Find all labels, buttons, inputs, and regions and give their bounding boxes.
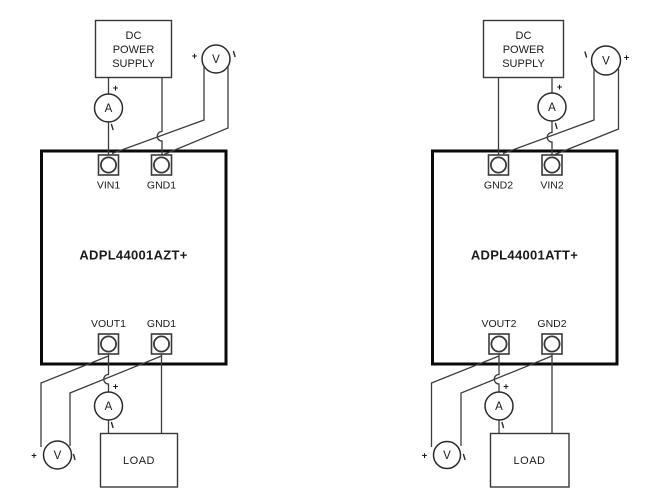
device-label: ADPL44001AZT+ — [79, 248, 187, 263]
terminal-label: GND2 — [537, 318, 566, 330]
terminal-hole — [490, 335, 508, 353]
plus-polarity-mark: + — [503, 382, 509, 393]
minus-polarity-mark — [501, 421, 505, 429]
terminal-hole — [152, 335, 170, 353]
minus-polarity-mark — [110, 123, 114, 131]
voltmeter-letter: V — [602, 56, 610, 68]
terminal-label: VOUT2 — [481, 318, 516, 330]
load-label: LOAD — [123, 455, 155, 467]
dc-power-supply-box — [94, 19, 173, 79]
minus-polarity-mark — [584, 51, 588, 58]
wire-supply-to-gnd-with-hop — [156, 77, 163, 158]
terminal-label: VIN1 — [97, 180, 121, 192]
voltmeter-letter: V — [443, 450, 451, 462]
load-box — [489, 432, 570, 488]
dc-power-supply-label: SUPPLY — [502, 58, 545, 70]
plus-polarity-mark: + — [422, 451, 428, 462]
dc-power-supply-box — [482, 19, 565, 79]
minus-polarity-mark — [110, 421, 114, 429]
terminal-label: GND2 — [484, 180, 513, 192]
terminal-hole — [100, 335, 118, 353]
dc-power-supply-label: POWER — [503, 44, 545, 56]
ammeter-icon — [484, 391, 514, 421]
wire-voltmeter-plus-to-vin — [111, 66, 205, 155]
minus-polarity-mark — [232, 50, 236, 58]
plus-polarity-mark: + — [557, 82, 563, 93]
minus-polarity-mark — [72, 453, 76, 461]
terminal-hole — [100, 156, 118, 174]
terminal-hole — [543, 156, 561, 174]
voltmeter-letter: V — [54, 450, 62, 462]
voltmeter-letter: V — [212, 54, 220, 66]
plus-polarity-mark: + — [31, 451, 37, 462]
wire-gnd-to-voltmeter-minus — [69, 355, 162, 446]
dut-box — [40, 149, 228, 366]
device-label: ADPL44001ATT+ — [471, 248, 578, 263]
load-label: LOAD — [514, 455, 546, 467]
dc-power-supply-label: POWER — [113, 44, 155, 56]
ammeter-letter: A — [495, 401, 503, 413]
voltmeter-icon — [432, 440, 462, 470]
plus-polarity-mark: + — [624, 53, 630, 64]
minus-polarity-mark — [554, 122, 558, 130]
dc-power-supply-label: SUPPLY — [112, 58, 155, 70]
plus-polarity-mark: + — [113, 83, 119, 94]
terminal-label: VOUT1 — [91, 318, 126, 330]
ammeter-letter: A — [105, 401, 113, 413]
left-diagram: DC POWER SUPPLY ADPL44001AZT+ A + V + VI… — [31, 19, 236, 488]
dc-power-supply-label: DC — [516, 30, 532, 42]
minus-polarity-mark — [462, 453, 466, 461]
wire-vout-to-voltmeter-plus — [430, 355, 500, 447]
voltmeter-icon — [201, 44, 231, 74]
dc-power-supply-label: DC — [126, 30, 142, 42]
wire-vout-to-voltmeter-plus — [40, 355, 109, 447]
wire-voltmeter-minus-to-gnd — [163, 66, 229, 156]
ammeter-letter: A — [105, 103, 113, 115]
terminal-label: GND1 — [147, 180, 176, 192]
ammeter-icon — [93, 93, 124, 123]
ammeter-icon — [93, 391, 124, 421]
plus-polarity-mark: + — [192, 51, 198, 62]
terminal-label: GND1 — [147, 318, 176, 330]
voltmeter-icon — [42, 440, 73, 470]
ammeter-icon — [537, 92, 567, 122]
wire-voltmeter-plus-to-vin — [554, 69, 620, 156]
wire-voltmeter-minus-to-gnd — [502, 68, 595, 155]
right-diagram: DC POWER SUPPLY ADPL44001ATT+ A + V + GN… — [422, 19, 630, 488]
ammeter-letter: A — [548, 102, 556, 114]
load-box — [99, 432, 179, 488]
terminal-label: VIN2 — [540, 180, 564, 192]
plus-polarity-mark: + — [113, 382, 119, 393]
wire-gnd-to-voltmeter-minus — [460, 355, 553, 446]
terminal-hole — [543, 335, 561, 353]
voltmeter-icon — [590, 45, 622, 76]
terminal-hole — [152, 156, 170, 174]
terminal-hole — [489, 156, 507, 174]
dut-box — [431, 149, 619, 366]
